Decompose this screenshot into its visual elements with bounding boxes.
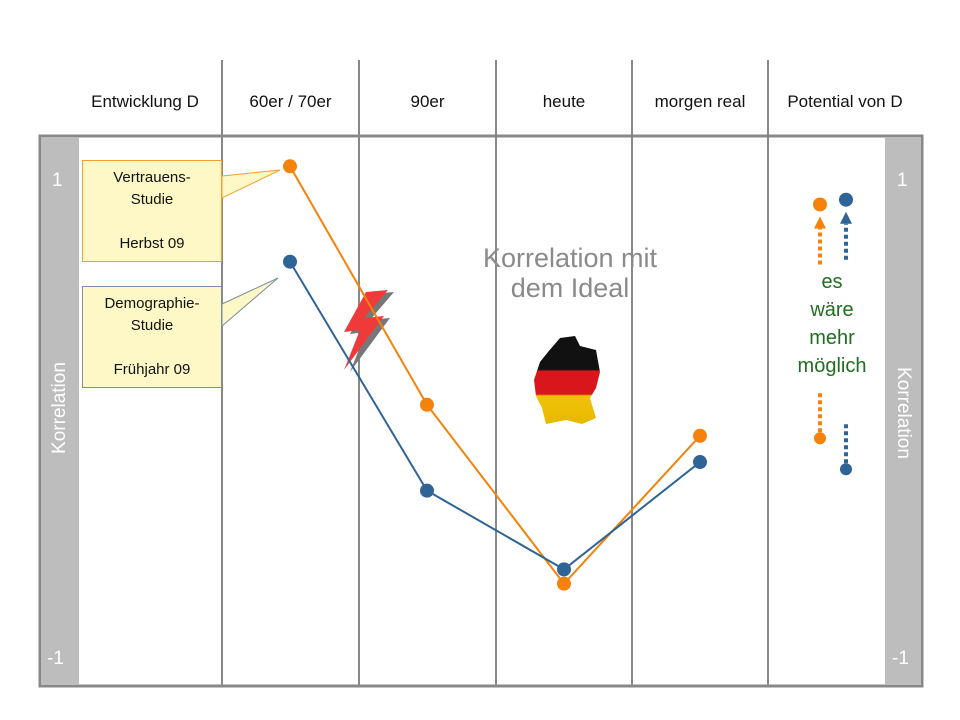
column-dividers — [221, 60, 769, 686]
callout-text: Demographie- — [104, 295, 200, 312]
potential-text: es wäre mehr möglich — [782, 268, 882, 380]
left-axis-label: Korrelation — [49, 362, 70, 454]
lightning-icon — [344, 290, 394, 372]
center-title: Korrelation mit dem Ideal — [440, 243, 700, 303]
header-heute: heute — [542, 92, 586, 111]
data-point — [693, 428, 707, 443]
potential-text-line: möglich — [797, 355, 867, 377]
potential-target-point — [813, 197, 827, 212]
header-morgen-real: morgen real — [654, 92, 746, 111]
frame — [38, 134, 924, 688]
series-line-2 — [289, 261, 701, 571]
data-point — [693, 455, 707, 470]
callout-text: Studie — [130, 317, 174, 334]
left-axis-top: 1 — [52, 170, 63, 191]
callout-demographie-studie: Demographie- Studie Frühjahr 09 — [82, 286, 222, 388]
callout-pointer-2 — [221, 277, 279, 328]
data-point — [283, 254, 297, 269]
right-axis-top: 1 — [897, 170, 908, 191]
potential-text-line: wäre — [810, 299, 854, 321]
center-title-line: Korrelation mit — [482, 243, 658, 273]
header-potential: Potential von D — [787, 92, 903, 111]
callout-text: Frühjahr 09 — [113, 361, 191, 378]
left-axis-bar — [41, 137, 79, 685]
callout-pointer-1 — [221, 169, 281, 199]
left-axis-bottom: -1 — [47, 648, 64, 669]
arrow-up-icon — [840, 211, 852, 224]
potential-target-point — [839, 192, 853, 207]
potential-start-point — [840, 463, 852, 476]
callout-vertrauens-studie: Vertrauens- Studie Herbst 09 — [82, 160, 222, 262]
right-axis-label: Korrelation — [893, 367, 914, 459]
callout-text: Studie — [130, 191, 174, 208]
callout-text: Herbst 09 — [119, 235, 185, 252]
center-title-line: dem Ideal — [510, 273, 630, 303]
header-90er: 90er — [410, 92, 445, 111]
data-point — [283, 159, 297, 174]
data-point — [420, 397, 434, 412]
germany-flag-map-icon — [534, 336, 600, 424]
callout-text: Vertrauens- — [113, 169, 191, 186]
header-entwicklung: Entwicklung D — [91, 92, 199, 111]
right-axis-bar — [885, 137, 921, 685]
data-point — [557, 562, 571, 577]
arrow-up-icon — [814, 216, 826, 229]
potential-text-line: mehr — [809, 327, 855, 349]
header-60er-70er: 60er / 70er — [249, 92, 332, 111]
data-point — [557, 576, 571, 591]
right-axis-bottom: -1 — [892, 648, 909, 669]
data-point — [420, 483, 434, 498]
potential-text-line: es — [821, 271, 843, 293]
potential-start-point — [814, 432, 826, 445]
series-line-1 — [289, 165, 701, 586]
